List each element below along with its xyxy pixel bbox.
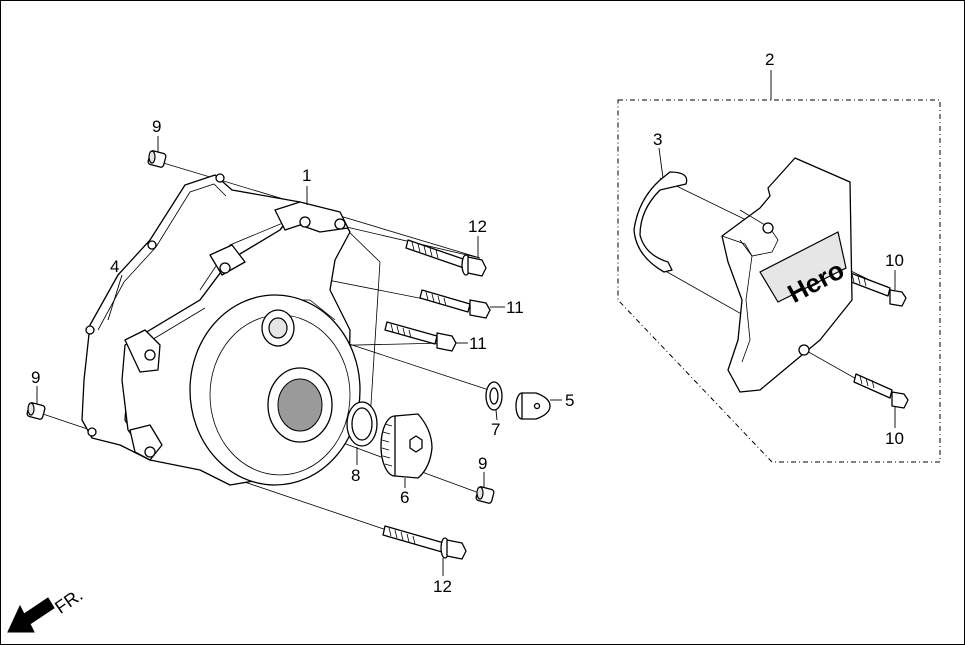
assembly-2-boundary (617, 99, 941, 463)
starter-cover: Hero (721, 157, 853, 393)
callout-3: 3 (653, 130, 662, 149)
crankcase-cover (85, 173, 361, 486)
o-ring-8 (346, 401, 378, 447)
callout-2: 2 (765, 50, 774, 69)
dowel-pin-top (147, 150, 167, 168)
callout-11-lower: 11 (469, 334, 487, 353)
plug-5 (515, 392, 551, 420)
direction-label: FR. (51, 585, 86, 618)
bolt-10-lower (853, 373, 909, 409)
bolt-12-bottom (382, 525, 467, 560)
callout-12-bottom: 12 (433, 577, 452, 596)
starter-seal (633, 171, 688, 273)
callout-9-bottom: 9 (478, 454, 487, 473)
bolt-11-lower (384, 321, 457, 352)
callout-8: 8 (351, 466, 360, 485)
callout-10-lower: 10 (885, 429, 904, 448)
callout-4: 4 (110, 257, 119, 276)
washer-7 (485, 381, 503, 411)
plug-6 (380, 413, 433, 479)
callout-leaders (36, 70, 896, 576)
arrow-down-left-icon (7, 597, 55, 633)
callout-7: 7 (491, 420, 500, 439)
bolt-11-upper (419, 289, 491, 319)
callout-5: 5 (565, 391, 574, 410)
dowel-pin-left (26, 402, 46, 420)
callout-9-left: 9 (31, 368, 40, 387)
bolt-10-upper (845, 271, 907, 307)
front-direction-indicator: FR. (7, 585, 86, 633)
dowel-pin-bottom (475, 486, 495, 504)
callout-6: 6 (400, 488, 409, 507)
callout-10-upper: 10 (885, 251, 904, 270)
callout-11-upper: 11 (506, 298, 524, 317)
callout-9-top: 9 (152, 117, 161, 136)
bolt-12-top (405, 239, 487, 277)
callout-1: 1 (302, 166, 311, 185)
callout-12-top: 12 (468, 217, 487, 236)
